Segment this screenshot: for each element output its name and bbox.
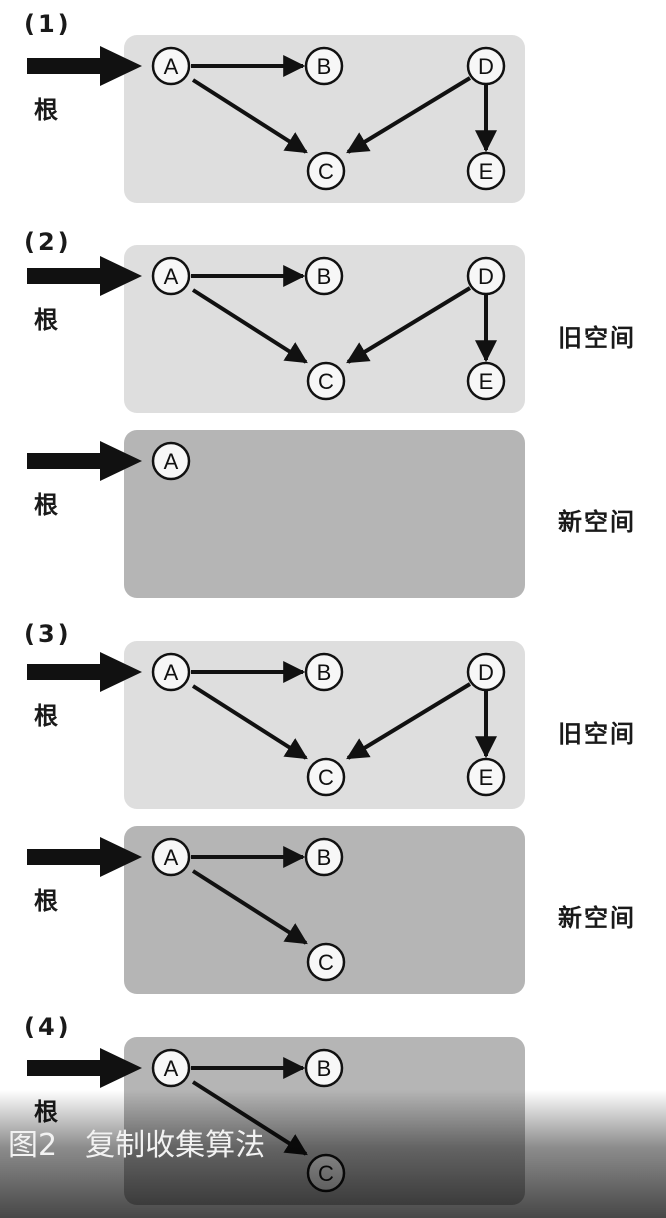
node-1-b: B — [304, 46, 344, 86]
node-label: B — [317, 264, 332, 289]
step-label-4: (4) — [24, 1013, 72, 1041]
edge-3n-a-c — [191, 869, 308, 945]
new-space-label-3: 新空间 — [558, 904, 636, 932]
panel-3-old-space — [124, 641, 525, 809]
node-1-c: C — [306, 151, 346, 191]
node-label: A — [164, 54, 179, 79]
object-nodes: A B C D E A B C D E A A B C D E A B C A … — [151, 46, 506, 1193]
step-label-1: (1) — [24, 10, 72, 38]
root-arrows — [27, 46, 142, 1088]
node-label: C — [318, 950, 334, 975]
node-label: A — [164, 264, 179, 289]
panel-1-space — [124, 35, 525, 203]
node-label: C — [318, 369, 334, 394]
node-label: D — [478, 264, 494, 289]
root-label-3-new: 根 — [34, 887, 58, 915]
node-label: E — [479, 159, 494, 184]
node-label: A — [164, 845, 179, 870]
node-label: B — [317, 1056, 332, 1081]
node-label: B — [317, 845, 332, 870]
node-2-a: A — [151, 256, 191, 296]
root-label-1: 根 — [34, 96, 58, 124]
node-1-e: E — [466, 151, 506, 191]
step-label-3: (3) — [24, 620, 72, 648]
edge-1-a-c — [191, 78, 308, 154]
node-3-a: A — [151, 652, 191, 692]
figure-caption-text: 复制收集算法 — [85, 1128, 266, 1163]
step-label-2: (2) — [24, 228, 72, 256]
root-arrow-2 — [27, 256, 142, 296]
reference-edges — [191, 55, 497, 1156]
figure-caption: 图2 复制收集算法 — [8, 1120, 265, 1164]
node-4-a: A — [151, 1048, 191, 1088]
node-label: A — [164, 449, 179, 474]
root-arrow-2-new — [27, 441, 142, 481]
node-3-d: D — [466, 652, 506, 692]
edge-3-d-c — [346, 682, 472, 760]
node-label: D — [478, 54, 494, 79]
node-label: C — [318, 159, 334, 184]
node-2-d: D — [466, 256, 506, 296]
root-label-3: 根 — [34, 702, 58, 730]
node-2-b: B — [304, 256, 344, 296]
node-label: E — [479, 369, 494, 394]
root-arrow-1 — [27, 46, 142, 86]
node-1-d: D — [466, 46, 506, 86]
node-3n-a: A — [151, 837, 191, 877]
node-4-b: B — [304, 1048, 344, 1088]
node-2-e: E — [466, 361, 506, 401]
root-arrow-3 — [27, 652, 142, 692]
node-1-a: A — [151, 46, 191, 86]
node-label: B — [317, 660, 332, 685]
root-arrow-4 — [27, 1048, 142, 1088]
panel-3-new-space — [124, 826, 525, 994]
node-label: D — [478, 660, 494, 685]
node-label: C — [318, 765, 334, 790]
edge-3-a-c — [191, 684, 308, 760]
panel-2-old-space — [124, 245, 525, 413]
node-3-b: B — [304, 652, 344, 692]
root-label-2: 根 — [34, 306, 58, 334]
node-2-c: C — [306, 361, 346, 401]
root-arrow-3-new — [27, 837, 142, 877]
node-label: E — [479, 765, 494, 790]
edge-2-d-c — [346, 286, 472, 364]
root-label-2-new: 根 — [34, 491, 58, 519]
old-space-label-3: 旧空间 — [558, 720, 636, 748]
node-3-c: C — [306, 757, 346, 797]
node-3n-b: B — [304, 837, 344, 877]
node-2n-a: A — [151, 441, 191, 481]
edge-2-a-c — [191, 288, 308, 364]
panel-2-new-space — [124, 430, 525, 598]
node-3-e: E — [466, 757, 506, 797]
edge-1-d-c — [346, 76, 472, 154]
node-label: A — [164, 660, 179, 685]
caption-shadow-overlay — [0, 1090, 666, 1218]
new-space-label-2: 新空间 — [558, 508, 636, 536]
old-space-label-2: 旧空间 — [558, 324, 636, 352]
node-label: B — [317, 54, 332, 79]
figure-caption-number: 图2 — [8, 1128, 58, 1163]
node-3n-c: C — [306, 942, 346, 982]
node-label: A — [164, 1056, 179, 1081]
